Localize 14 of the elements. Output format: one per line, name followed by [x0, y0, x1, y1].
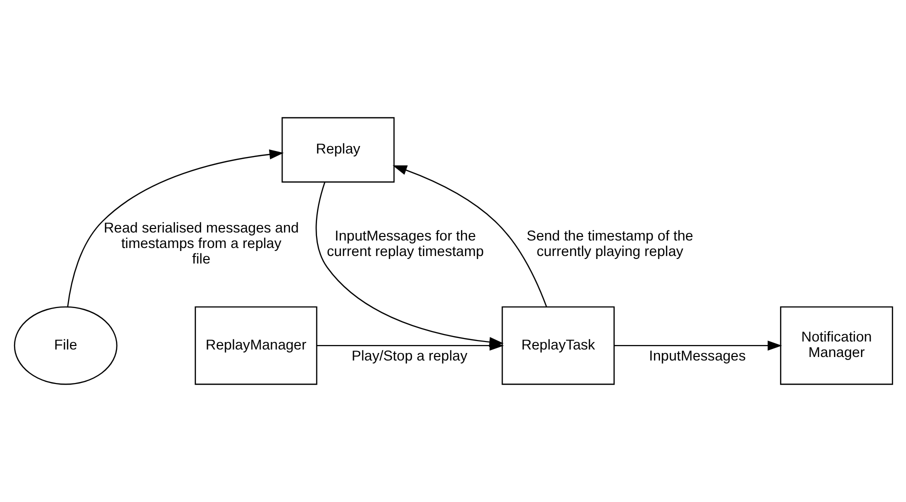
edge-label: Read serialised messages and timestamps from a replay file [103, 220, 298, 268]
node-box: ReplayTask [501, 306, 614, 385]
node-box: Replay [281, 117, 394, 183]
arrow [66, 149, 284, 307]
arrow [315, 182, 504, 348]
edge-label: Send the timestamp of the currently playing replay [526, 228, 693, 260]
node-ellipse: File [13, 306, 117, 385]
edge-label: InputMessages for the current replay timestamp [326, 228, 484, 260]
arrow [614, 340, 782, 351]
node-box: ReplayManager [194, 306, 317, 385]
edge-label: InputMessages [648, 348, 746, 365]
node-box: Notification Manager [780, 306, 893, 385]
arrow [392, 165, 547, 308]
edge-label: Play/Stop a replay [351, 348, 467, 365]
